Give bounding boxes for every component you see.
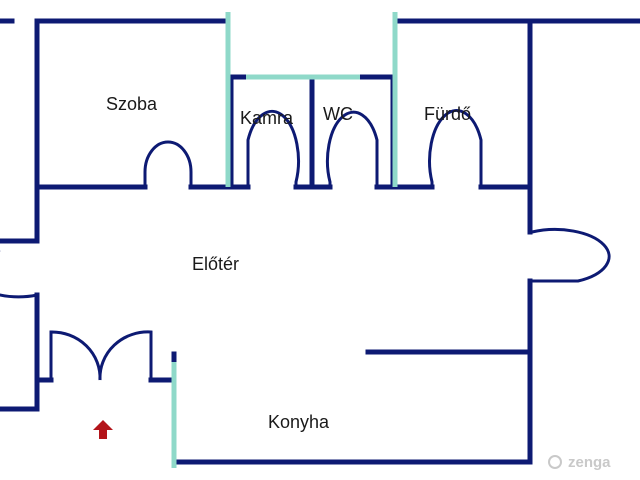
door-furdo	[428, 109, 483, 187]
room-label-furdo: Fürdő	[424, 104, 471, 124]
room-label-szoba: Szoba	[106, 94, 158, 114]
door-szoba	[143, 140, 193, 187]
zenga-logo-icon: zenga	[548, 454, 611, 471]
room-label-kamra: Kamra	[240, 108, 294, 128]
door-kamra	[246, 109, 300, 187]
door-right	[530, 227, 611, 283]
door-left	[0, 250, 38, 299]
room-label-wc: WC	[323, 104, 353, 124]
doors	[0, 109, 611, 381]
door-entrance-right	[98, 330, 153, 381]
windows	[171, 12, 398, 468]
walls	[0, 18, 640, 465]
watermark-text: zenga	[568, 454, 611, 471]
door-entrance-left	[49, 330, 102, 381]
room-label-konyha: Konyha	[268, 412, 330, 432]
arrow-up-icon	[93, 420, 113, 439]
room-label-eloter: Előtér	[192, 254, 239, 274]
door-wc	[325, 110, 379, 187]
